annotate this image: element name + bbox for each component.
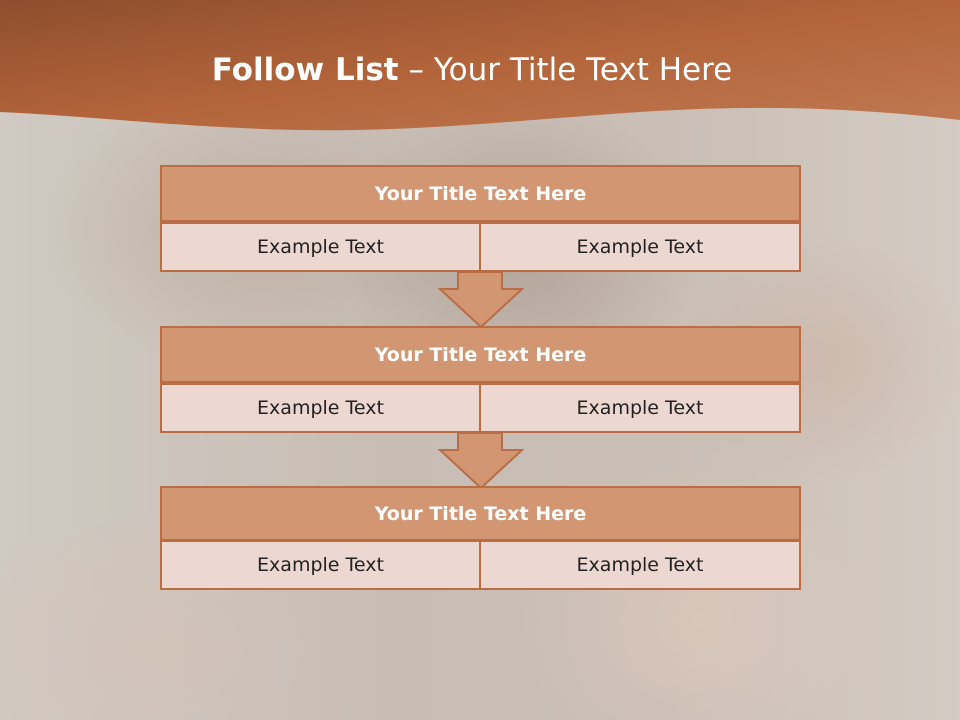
slide-title-rest: – Your Title Text Here: [398, 52, 733, 88]
step-3-left-text: Example Text: [160, 540, 481, 590]
step-1-left-text: Example Text: [160, 222, 481, 272]
step-3-right-text: Example Text: [479, 540, 801, 590]
step-2-left-text: Example Text: [160, 383, 481, 433]
slide-title-bold: Follow List: [211, 52, 399, 88]
slide-title: Follow List – Your Title Text Here: [0, 52, 944, 88]
down-arrow-icon: [438, 432, 524, 490]
step-2-right-text: Example Text: [479, 383, 801, 433]
step-2-title: Your Title Text Here: [160, 326, 801, 383]
step-1-right-text: Example Text: [479, 222, 801, 272]
header-band: [0, 0, 960, 131]
step-1-title: Your Title Text Here: [160, 165, 801, 222]
down-arrow-icon: [438, 271, 524, 329]
step-3-title: Your Title Text Here: [160, 486, 801, 541]
